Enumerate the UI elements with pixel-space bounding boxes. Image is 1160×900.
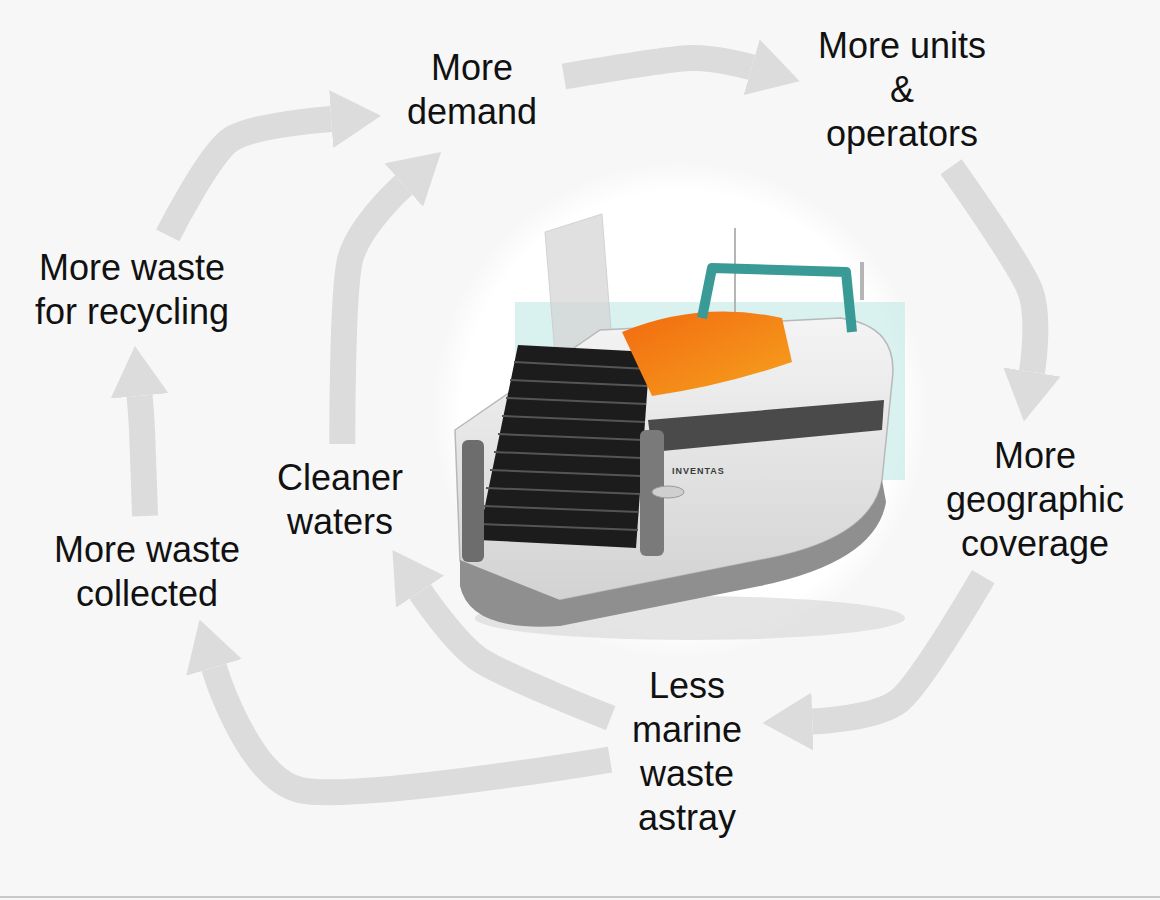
backdrop-circle xyxy=(432,162,928,658)
step-text: Less marine waste astray xyxy=(622,664,752,840)
cycle-step: Less marine waste astray xyxy=(618,660,756,844)
side-stripe xyxy=(648,400,884,452)
cycle-step: More waste for recycling xyxy=(28,242,236,338)
step-text: More geographic coverage xyxy=(930,434,1140,566)
step-text: More demand xyxy=(392,46,552,134)
conveyor-slats xyxy=(480,362,648,530)
cycle-step: More demand xyxy=(388,42,556,138)
step-text: More waste collected xyxy=(47,528,247,616)
step-text: Cleaner waters xyxy=(265,456,415,544)
bottom-rule xyxy=(0,896,1160,898)
cycle-arrow xyxy=(951,167,1035,372)
cycle-arrow xyxy=(342,185,403,444)
cockpit-cover xyxy=(622,312,792,396)
logo-text: INVENTAS xyxy=(672,466,725,476)
cycle-arrow xyxy=(420,592,610,718)
cycle-step: More units & operators xyxy=(809,20,995,160)
conveyor xyxy=(478,345,650,548)
antenna xyxy=(860,262,864,300)
handle-arch xyxy=(702,268,852,332)
hull-light xyxy=(652,486,684,498)
cycle-arrow xyxy=(214,667,610,792)
cycle-step: More geographic coverage xyxy=(926,430,1144,570)
step-text: More waste for recycling xyxy=(32,246,232,334)
cycle-arrow xyxy=(168,119,331,235)
cycle-step: Cleaner waters xyxy=(261,452,419,548)
step-text: More units & operators xyxy=(813,24,991,156)
mast xyxy=(734,228,736,320)
left-pontoon xyxy=(462,440,484,562)
cycle-arrow xyxy=(564,58,752,77)
cycle-step: More waste collected xyxy=(43,524,251,620)
cycle-arrow xyxy=(812,577,983,722)
cycle-arrow xyxy=(140,396,145,516)
logo-label: INVENTAS xyxy=(672,466,725,476)
